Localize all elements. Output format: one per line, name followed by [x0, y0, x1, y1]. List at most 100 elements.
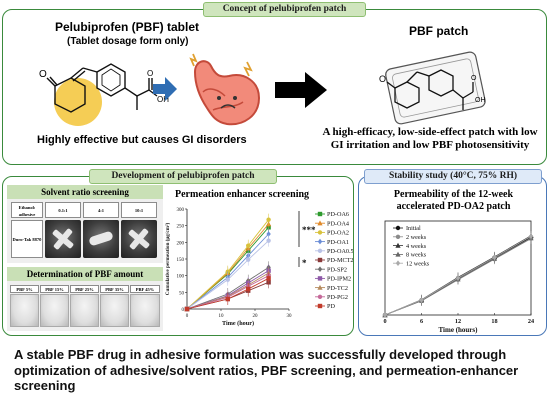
data-point	[395, 242, 401, 248]
x-tick-label: 6	[420, 318, 423, 325]
permeation-title: Permeation enhancer screening	[175, 189, 310, 200]
data-point	[266, 217, 271, 222]
x-tick-label: 30	[287, 314, 293, 319]
legend-label: 8 weeks	[406, 252, 427, 259]
series-line	[186, 277, 269, 310]
svg-text:OH: OH	[157, 95, 169, 104]
pbf-amount-title: Determination of PBF amount	[7, 267, 163, 281]
tablet-title: Pelubiprofen (PBF) tablet	[55, 20, 199, 34]
svg-text:OH: OH	[475, 97, 486, 104]
y-tick-label: 100	[177, 275, 185, 280]
x-tick-label: 12	[455, 318, 461, 325]
patch-caption: A high-efficacy, low-side-effect patch w…	[315, 126, 545, 152]
y-tick-label: 300	[177, 208, 185, 213]
y-tick-label: 0	[182, 308, 185, 313]
data-point	[266, 231, 271, 237]
y-tick-label: 200	[177, 241, 185, 246]
data-point	[419, 297, 424, 303]
significance-mark: *	[302, 258, 307, 268]
data-point	[246, 243, 251, 248]
svg-text:O: O	[471, 75, 477, 82]
data-point	[382, 312, 388, 318]
conclusion-text: A stable PBF drug in adhesive formulatio…	[14, 347, 519, 393]
svg-text:O: O	[39, 69, 47, 80]
data-point	[317, 284, 323, 290]
pbf-amount-label: PBF 5%	[10, 285, 39, 293]
pbf-amount-image	[10, 294, 39, 327]
data-point	[317, 276, 323, 281]
data-point	[266, 238, 271, 243]
x-tick-label: 10	[219, 314, 225, 319]
solvent-screening-box: Solvent ratio screening Ethanol: adhesiv…	[7, 185, 163, 263]
data-point	[317, 257, 323, 263]
patch-caption-line1: A high-efficacy, low-side-effect patch w…	[322, 126, 538, 138]
data-point	[317, 294, 323, 299]
data-point	[246, 286, 251, 292]
pbf-amount-label: PBF 45%	[130, 285, 160, 293]
patch-title: PBF patch	[409, 24, 469, 38]
x-tick-label: 18	[491, 318, 497, 325]
significance-mark: ***	[302, 225, 316, 235]
adhesive-label: Duro-Tak 8870	[11, 220, 43, 258]
series-line	[186, 266, 269, 310]
pbf-amount-box: Determination of PBF amount PBF 5% PBF 1…	[7, 267, 163, 331]
x-tick-label: 20	[253, 314, 259, 319]
concept-panel: Concept of pelubiprofen patch Pelubiprof…	[2, 2, 547, 165]
pbf-amount-label: PBF 25%	[70, 285, 99, 293]
data-point	[317, 248, 323, 253]
x-tick-label: 0	[383, 318, 386, 325]
data-point	[317, 230, 323, 235]
black-arrow-icon	[275, 72, 327, 108]
tablet-caption: Highly effective but causes GI disorders	[37, 134, 247, 146]
stomach-icon	[189, 53, 261, 126]
data-point	[395, 234, 401, 239]
y-tick-label: 50	[179, 291, 185, 296]
x-axis-label: Time (hours)	[439, 326, 479, 334]
ethanol-adhesive-label: Ethanol: adhesive	[11, 202, 43, 218]
blue-arrow-icon	[153, 77, 177, 101]
patch-caption-line2: GI irritation and low PBF photosensitivi…	[330, 139, 530, 151]
solvent-sample-image	[45, 220, 81, 258]
data-point	[317, 266, 323, 272]
data-point	[317, 220, 323, 226]
data-point	[395, 225, 401, 231]
pbf-amount-label: PBF 15%	[40, 285, 69, 293]
series-line	[186, 275, 269, 310]
ratio-label: 10:1	[121, 202, 157, 218]
series-line	[186, 223, 269, 310]
data-point	[317, 211, 323, 217]
y-tick-label: 150	[177, 258, 185, 263]
data-point	[395, 251, 401, 257]
solvent-screening-title: Solvent ratio screening	[7, 185, 163, 199]
legend-label: PD-OA4	[327, 220, 349, 227]
legend-label: PD-TC2	[327, 285, 348, 292]
pbf-amount-label: PBF 35%	[100, 285, 129, 293]
data-point	[528, 233, 534, 240]
pbf-amount-image	[70, 294, 99, 327]
legend-label: 4 weeks	[406, 243, 427, 250]
legend-label: PD-SP2	[327, 266, 347, 273]
legend-label: PD-OA6	[327, 211, 349, 218]
stability-panel: Stability study (40°C, 75% RH) Permeabil…	[358, 169, 547, 336]
legend-label: PD-OA0.5	[327, 248, 353, 255]
legend-label: PD-OA1	[327, 239, 349, 246]
series-line	[186, 219, 269, 310]
legend-label: Initial	[406, 225, 421, 232]
data-point	[455, 275, 461, 281]
series-line	[186, 233, 269, 310]
data-point	[225, 277, 230, 282]
development-header: Development of pelubiprofen patch	[89, 169, 277, 184]
legend-label: 12 weeks	[406, 260, 430, 267]
concept-header: Concept of pelubiprofen patch	[203, 2, 366, 17]
series-line	[186, 272, 269, 310]
data-point	[246, 257, 251, 262]
development-panel: Development of pelubiprofen patch Solven…	[2, 169, 354, 336]
data-point	[317, 238, 323, 245]
y-tick-label: 250	[177, 225, 185, 230]
ratio-label: 4:1	[83, 202, 119, 218]
data-point	[225, 296, 230, 302]
data-point	[184, 306, 190, 312]
pbf-amount-image	[40, 294, 69, 327]
data-point	[395, 260, 401, 266]
